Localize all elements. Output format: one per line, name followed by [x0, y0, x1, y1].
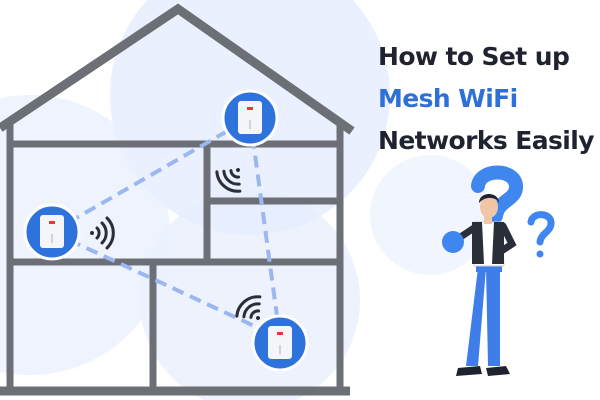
mesh-router-icon	[23, 203, 81, 261]
mesh-router-icon	[251, 314, 309, 372]
mesh-links	[51, 116, 282, 340]
house-outline	[0, 3, 355, 396]
headline-line-2: Mesh WiFi	[378, 84, 518, 113]
question-mark-icon	[527, 211, 555, 258]
mesh-router-icon	[221, 89, 279, 147]
headline: How to Set up Mesh WiFi Networks Easily	[378, 36, 595, 162]
question-mark-icon	[471, 165, 523, 223]
thinking-person-illustration	[442, 194, 517, 376]
headline-line-1: How to Set up	[378, 42, 570, 71]
headline-line-3: Networks Easily	[378, 126, 595, 155]
wifi-signal-icon	[90, 216, 115, 250]
wifi-signal-icon	[235, 295, 262, 320]
wifi-signal-icon	[215, 168, 242, 193]
